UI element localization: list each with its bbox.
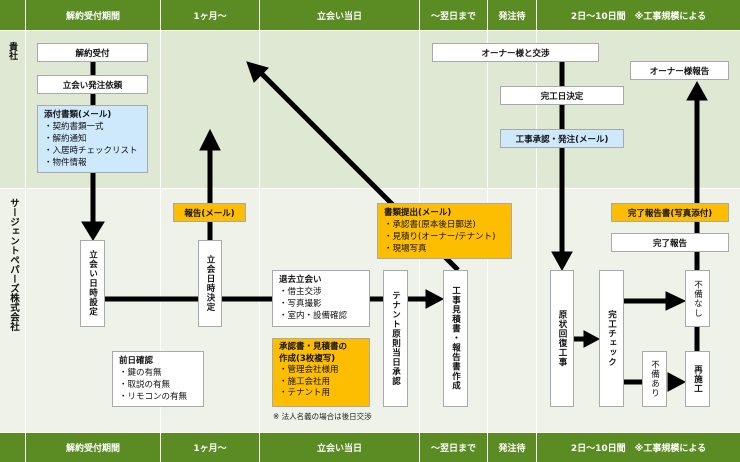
box-moveout: 退去立会い ・借主交渉 ・写真撮影 ・室内・設備確認 xyxy=(272,270,370,327)
header-period-3: 立会い当日 xyxy=(260,0,419,30)
box-datetime-decided: 立会日時決定 xyxy=(198,240,222,327)
doc-submit-item: ・見積り(オーナー/テナント) xyxy=(384,232,496,242)
approval-docs-item: ・施工会社用 xyxy=(279,376,331,387)
box-set-datetime: 立会い日時設定 xyxy=(80,240,105,327)
box-completion-check: 完工チェック xyxy=(599,270,624,407)
box-report-mail: 報告(メール) xyxy=(173,203,246,222)
box-completion-report-doc: 完了報告書(写真添付) xyxy=(611,203,729,222)
box-completion-date: 完工日決定 xyxy=(500,86,624,105)
attachments-item: ・契約書類一式 xyxy=(44,122,104,132)
box-doc-submit: 書類提出(メール) ・承認書(原本後日郵送) ・見積り(オーナー/テナント) ・… xyxy=(377,203,512,259)
attachments-item: ・解約通知 xyxy=(44,134,87,144)
day-before-item: ・取説の有無 xyxy=(119,380,171,390)
footer-period-2: 1ヶ月～ xyxy=(161,433,259,462)
arrow-head-diagonal xyxy=(246,61,269,83)
approval-docs-title: 承認書・見積書の xyxy=(279,342,348,352)
box-owner-negotiation: オーナー様と交渉 xyxy=(432,43,599,62)
day-before-item: ・鍵の有無 xyxy=(119,368,162,378)
box-restoration: 原状回復工事 xyxy=(550,270,574,407)
header-period-6: 2日～10日間 ※工事規模による xyxy=(537,0,740,30)
box-no-defect: 不備なし xyxy=(685,270,710,327)
arrow-head-right xyxy=(665,291,687,311)
moveout-item: ・室内・設備確認 xyxy=(279,311,348,321)
arrow-head-down xyxy=(81,221,105,241)
column-divider xyxy=(160,0,161,462)
header-period-4: ～翌日まで xyxy=(420,0,487,30)
lane-label-company: サージェントペパーズ株式会社 xyxy=(8,198,19,331)
arrow-head-right xyxy=(583,330,601,348)
arrow-head-right xyxy=(425,289,445,309)
arrow-head-down xyxy=(551,251,573,272)
attachments-item: ・物件情報 xyxy=(44,158,87,168)
footer-period-1: 解約受付期間 xyxy=(26,433,160,462)
moveout-item: ・借主交渉 xyxy=(279,287,322,297)
approval-docs-title: 作成(3枚複写) xyxy=(279,353,336,364)
column-divider xyxy=(25,0,26,462)
doc-submit-title: 書類提出(メール) xyxy=(384,208,452,218)
corp-note: ※ 法人名義の場合は後日交渉 xyxy=(273,412,372,421)
box-rework: 再施工 xyxy=(685,351,710,407)
header-corner xyxy=(0,0,25,30)
day-before-title: 前日確認 xyxy=(119,356,154,366)
arrow-head-up xyxy=(199,128,221,151)
doc-submit-item: ・現場写真 xyxy=(384,244,427,254)
day-before-item: ・リモコンの有無 xyxy=(119,392,188,402)
column-divider xyxy=(259,0,260,462)
box-tenant-approval: テナント原則当日承認 xyxy=(383,270,408,407)
box-cancel-receipt: 解約受付 xyxy=(37,43,148,62)
box-owner-report: オーナー様報告 xyxy=(630,61,729,80)
footer-period-5: 発注待 xyxy=(488,433,536,462)
lane-label-client: 貴社 xyxy=(7,42,17,60)
box-work-approval: 工事承認・発注(メール) xyxy=(500,129,624,148)
header-period-2: 1ヶ月～ xyxy=(161,0,259,30)
box-defect: 不備あり xyxy=(642,351,667,407)
box-inspection-order: 立会い発注依頼 xyxy=(37,75,148,94)
footer-period-4: ～翌日まで xyxy=(420,433,487,462)
lane-divider xyxy=(0,188,740,189)
header-period-5: 発注待 xyxy=(488,0,536,30)
arrow-head-up xyxy=(686,80,708,101)
attachments-title: 添付書類(メール) xyxy=(44,110,112,120)
moveout-item: ・写真撮影 xyxy=(279,299,322,309)
doc-submit-item: ・承認書(原本後日郵送) xyxy=(384,220,476,230)
box-day-before: 前日確認 ・鍵の有無 ・取説の有無 ・リモコンの有無 xyxy=(112,351,204,407)
moveout-title: 退去立会い xyxy=(279,275,322,285)
box-attachments: 添付書類(メール) ・契約書類一式 ・解約通知 ・入居時チェックリスト ・物件情… xyxy=(37,105,148,173)
attachments-item: ・入居時チェックリスト xyxy=(44,146,138,156)
box-estimate: 工事見積書・報告書作成 xyxy=(443,270,468,407)
footer-corner xyxy=(0,433,25,462)
footer-period-6: 2日～10日間 ※工事規模による xyxy=(537,433,740,462)
footer-period-3: 立会い当日 xyxy=(260,433,419,462)
approval-docs-item: ・管理会社様用 xyxy=(279,365,339,375)
box-completion-report: 完了報告 xyxy=(611,233,729,252)
arrow-head-right xyxy=(667,372,687,392)
box-approval-docs: 承認書・見積書の 作成(3枚複写) ・管理会社様用 ・施工会社用 ・テナント用 xyxy=(272,338,370,407)
column-divider xyxy=(536,0,537,462)
header-period-1: 解約受付期間 xyxy=(26,0,160,30)
approval-docs-item: ・テナント用 xyxy=(279,388,331,398)
